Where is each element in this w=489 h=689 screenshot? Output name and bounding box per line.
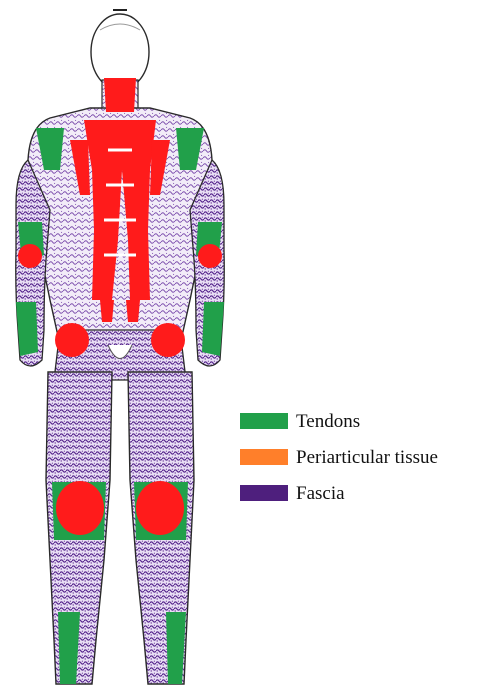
legend-label-fascia: Fascia [296, 484, 345, 503]
legend-item-tendons: Tendons [240, 410, 489, 432]
legend: Tendons Periarticular tissue Fascia [240, 410, 489, 518]
legend-swatch-fascia [240, 485, 288, 501]
legend-label-tendons: Tendons [296, 412, 360, 431]
legend-swatch-tendons [240, 413, 288, 429]
legend-item-periarticular: Periarticular tissue [240, 446, 489, 468]
legend-item-fascia: Fascia [240, 482, 489, 504]
legend-label-periarticular: Periarticular tissue [296, 448, 438, 467]
knee-regions [52, 481, 188, 540]
legend-swatch-periarticular [240, 449, 288, 465]
